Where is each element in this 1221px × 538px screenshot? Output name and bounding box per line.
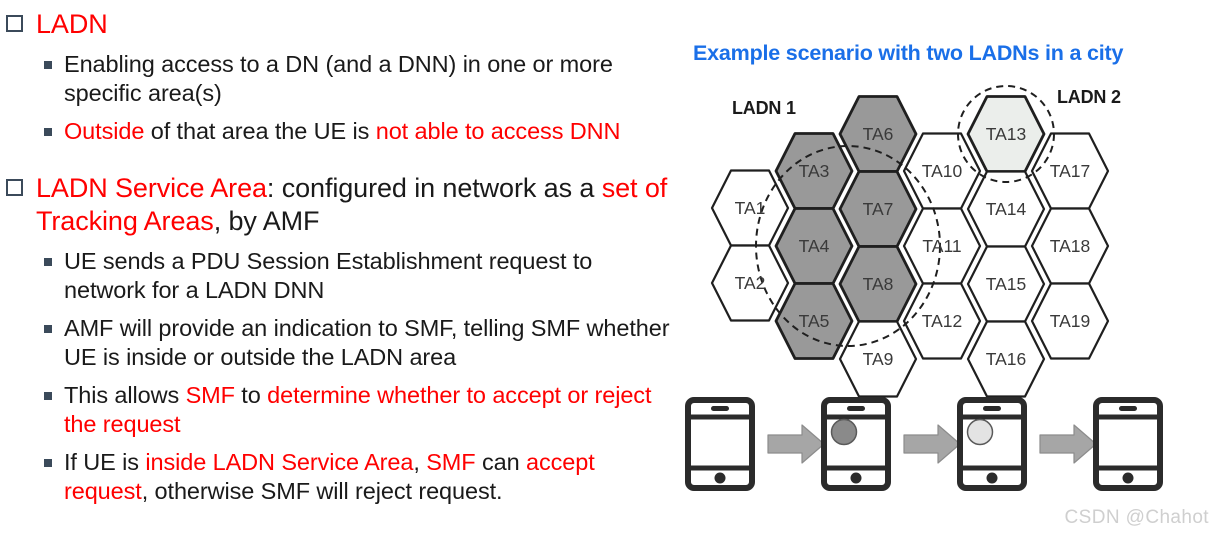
phone-2[interactable]	[821, 397, 891, 491]
phone-sequence	[672, 392, 1221, 502]
bullet-level2: UE sends a PDU Session Establishment req…	[0, 247, 672, 305]
bullet-text-run: AMF will provide an indication to SMF, t…	[64, 315, 670, 370]
transition-arrow-icon	[1039, 424, 1097, 464]
bullet-text-run: set of Tracking Areas	[36, 173, 668, 236]
small-square-bullet-icon	[44, 128, 52, 136]
phone-home-button-icon	[986, 472, 998, 484]
hex-cell-label: TA14	[986, 199, 1027, 219]
hex-cell-label: TA11	[922, 236, 961, 256]
spacer	[0, 439, 672, 448]
spacer	[0, 41, 672, 50]
bullet-level2: AMF will provide an indication to SMF, t…	[0, 314, 672, 372]
spacer	[0, 305, 672, 314]
transition-arrow-icon	[903, 424, 961, 464]
bullet-text-run: determine whether to accept or reject th…	[64, 382, 652, 437]
hex-cell-label: TA9	[863, 349, 894, 369]
hex-cell-ta12[interactable]	[902, 282, 982, 360]
bullet-text-run: can	[475, 449, 526, 475]
phone-home-button-icon	[1122, 472, 1134, 484]
bullet-text-run: LADN Service Area	[36, 173, 267, 203]
hex-cell-label: TA5	[799, 311, 830, 331]
phone-speaker-icon	[711, 406, 729, 411]
small-square-bullet-icon	[44, 459, 52, 467]
hex-cell-label: TA17	[1050, 161, 1091, 181]
small-square-bullet-icon	[44, 325, 52, 333]
bullet-text-run: UE sends a PDU Session Establishment req…	[64, 248, 593, 303]
hex-cell-label: TA13	[986, 124, 1027, 144]
ladn2-label: LADN 2	[1057, 87, 1121, 107]
bullet-level2: Outside of that area the UE is not able …	[0, 117, 672, 146]
phone-status-indicator-light	[966, 418, 994, 446]
hex-grid-svg: TA1TA2TA3TA4TA5TA6TA7TA8TA9TA10TA11TA12T…	[710, 85, 1110, 398]
hex-cell-label: TA1	[735, 198, 766, 218]
bullet-text-run: If UE is	[64, 449, 146, 475]
diagram-panel: Example scenario with two LADNs in a cit…	[672, 0, 1221, 538]
phone-sequence-svg	[685, 397, 1163, 491]
hex-cell-label: TA7	[863, 199, 894, 219]
small-square-bullet-icon	[44, 61, 52, 69]
hex-cell-label: TA10	[922, 161, 963, 181]
hex-cell-label: TA12	[922, 311, 963, 331]
phone-3[interactable]	[957, 397, 1027, 491]
phone-speaker-icon	[983, 406, 1001, 411]
phone-home-button-icon	[714, 472, 726, 484]
phone-home-button-icon	[850, 472, 862, 484]
bullet-text-run: accept request	[64, 449, 595, 504]
bullet-text-run: inside LADN Service Area	[145, 449, 414, 475]
bullet-level1: LADN	[0, 8, 672, 41]
phone-4[interactable]	[1093, 397, 1163, 491]
bullet-text-run: ,	[413, 449, 427, 475]
hex-cell-label: TA19	[1050, 311, 1091, 331]
bullet-text-run: , by AMF	[213, 206, 320, 236]
watermark: CSDN @Chahot	[1064, 507, 1209, 528]
ladn2-coverage-area	[957, 85, 1055, 183]
small-square-bullet-icon	[44, 258, 52, 266]
bullet-text-run: Outside	[64, 118, 145, 144]
bullet-text-run: , otherwise SMF will reject request.	[141, 478, 503, 504]
ladn1-coverage-area	[755, 145, 941, 347]
hex-cell-label: TA18	[1050, 236, 1091, 256]
bullet-text-run: This allows	[64, 382, 186, 408]
small-square-bullet-icon	[44, 392, 52, 400]
hex-cell-label: TA16	[986, 349, 1027, 369]
hex-cell-ta19[interactable]	[1030, 282, 1110, 360]
spacer	[0, 108, 672, 117]
bullet-list: LADN Enabling access to a DN (and a DNN) …	[0, 8, 672, 506]
diagram-title: Example scenario with two LADNs in a cit…	[693, 41, 1124, 65]
hex-cell-ta9[interactable]	[838, 320, 918, 398]
hex-cell-label: TA3	[799, 161, 830, 181]
hex-cell-label: TA4	[799, 236, 830, 256]
phone-1[interactable]	[685, 397, 755, 491]
bullet-level2: If UE is inside LADN Service Area, SMF c…	[0, 448, 672, 506]
bullet-text-run: not able to access DNN	[375, 118, 621, 144]
hollow-square-bullet-icon	[6, 15, 23, 32]
hex-cell-label: TA6	[863, 124, 894, 144]
spacer	[0, 146, 672, 172]
hex-cell-ta5[interactable]	[774, 282, 854, 360]
bullet-level1: LADN Service Area: configured in network…	[0, 172, 672, 238]
hex-cell-ta2[interactable]	[710, 244, 790, 322]
bullet-text-run: Enabling access to a DN (and a DNN) in o…	[64, 51, 613, 106]
bullet-text-run: : configured in network as a	[266, 173, 602, 203]
bullet-text-run: SMF	[185, 382, 235, 408]
ladn1-label: LADN 1	[732, 98, 796, 118]
hex-cell-label: TA15	[986, 274, 1027, 294]
bullet-text-run: LADN	[36, 9, 108, 39]
bullet-text-run: of that area the UE is	[144, 118, 376, 144]
hex-cell-ta16[interactable]	[966, 320, 1046, 398]
spacer	[0, 238, 672, 247]
bullet-text-run: SMF	[426, 449, 476, 475]
bullet-text-run: to	[234, 382, 268, 408]
transition-arrow-icon	[767, 424, 825, 464]
phone-status-indicator-dark	[830, 418, 858, 446]
hex-cell-label: TA2	[735, 273, 766, 293]
bullet-level2: This allows SMF to determine whether to …	[0, 381, 672, 439]
hollow-square-bullet-icon	[6, 179, 23, 196]
bullet-level2: Enabling access to a DN (and a DNN) in o…	[0, 50, 672, 108]
phone-speaker-icon	[847, 406, 865, 411]
hex-cell-label: TA8	[863, 274, 894, 294]
spacer	[0, 372, 672, 381]
phone-speaker-icon	[1119, 406, 1137, 411]
